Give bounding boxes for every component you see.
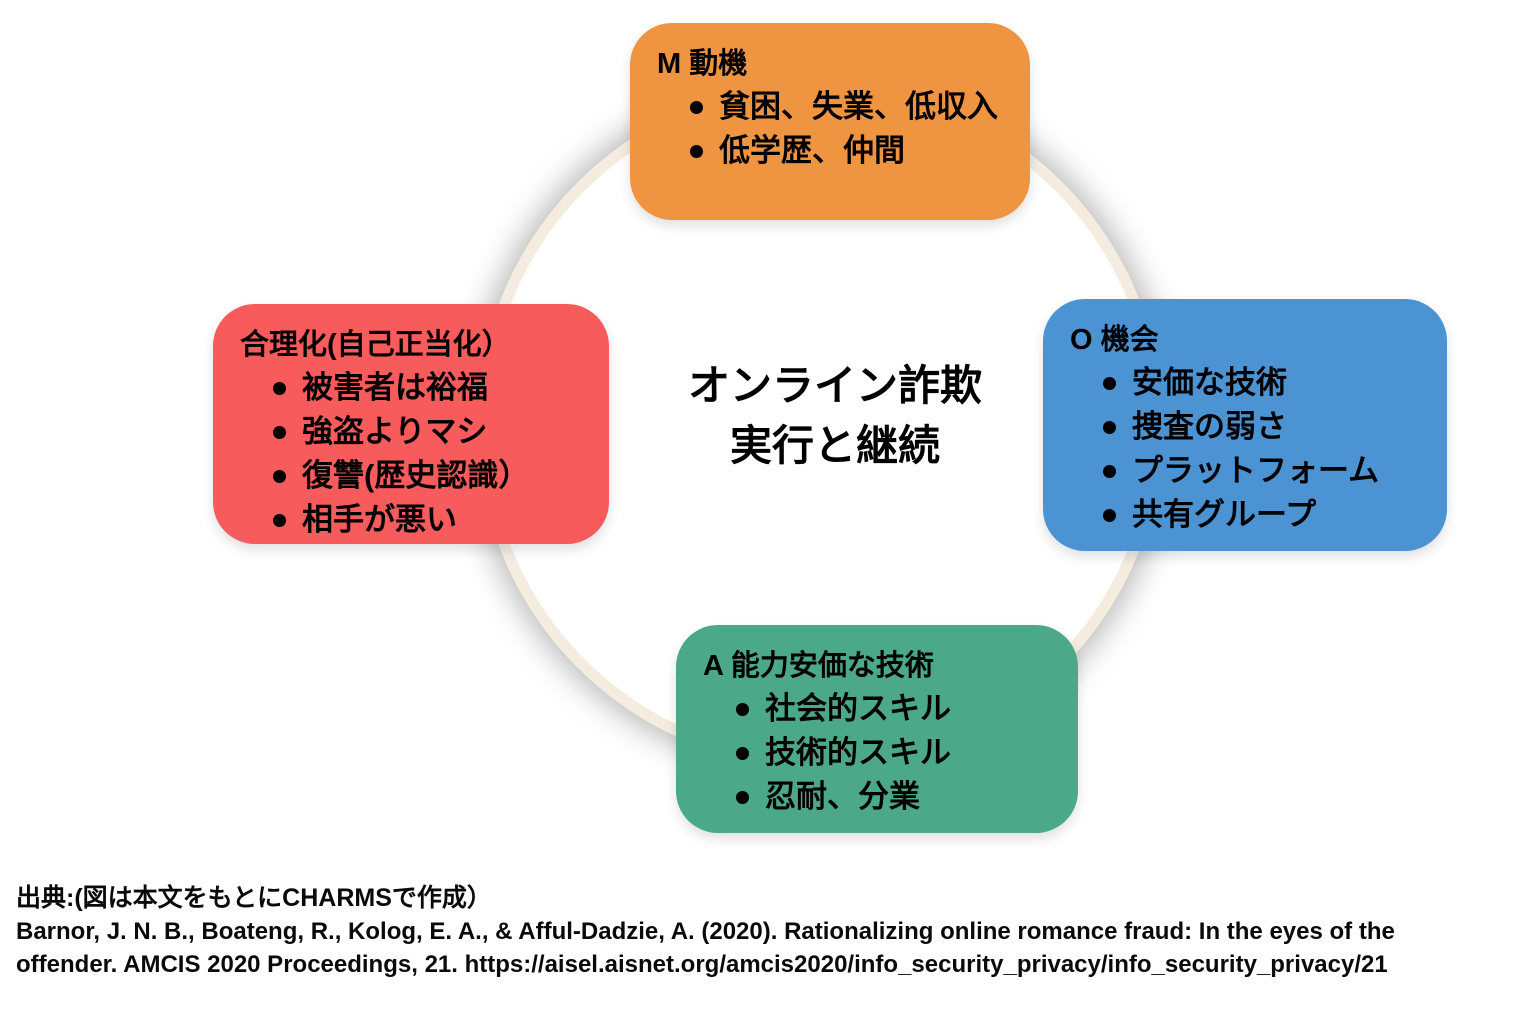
citation-line: Barnor, J. N. B., Boateng, R., Kolog, E.… — [16, 918, 1395, 945]
footer: 出典:(図は本文をもとにCHARMSで作成） Barnor, J. N. B.,… — [16, 882, 1526, 981]
motivation-list: 貧困、失業、低収入 低学歴、仲間 — [657, 85, 1012, 173]
list-item: 復讐(歴史認識） — [273, 454, 591, 498]
list-item: 共有グループ — [1103, 493, 1429, 537]
list-item: 低学歴、仲間 — [690, 129, 1012, 173]
list-item: 貧困、失業、低収入 — [690, 85, 1012, 129]
list-item: 社会的スキル — [736, 687, 1060, 731]
center-title: オンライン詐欺 実行と継続 — [585, 356, 1085, 476]
opportunity-box: O 機会 安価な技術 捜査の弱さ プラットフォーム 共有グループ — [1043, 299, 1447, 551]
ability-title: A 能力安価な技術 — [703, 650, 934, 682]
citation-line: offender. AMCIS 2020 Proceedings, 21. ht… — [16, 951, 1388, 978]
list-item: プラットフォーム — [1103, 449, 1429, 493]
list-item: 強盗よりマシ — [273, 410, 591, 454]
list-item: 技術的スキル — [736, 731, 1060, 775]
opportunity-title: O 機会 — [1070, 324, 1159, 356]
ability-list: 社会的スキル 技術的スキル 忍耐、分業 — [703, 687, 1060, 819]
source-note: 出典:(図は本文をもとにCHARMSで作成） — [16, 884, 492, 912]
rationalization-box: 合理化(自己正当化） 被害者は裕福 強盗よりマシ 復讐(歴史認識） 相手が悪い — [213, 304, 609, 544]
center-title-line2: 実行と継続 — [729, 422, 940, 469]
motivation-title: M 動機 — [657, 48, 748, 80]
motivation-box: M 動機 貧困、失業、低収入 低学歴、仲間 — [630, 23, 1030, 220]
rationalization-title: 合理化(自己正当化） — [240, 329, 511, 361]
list-item: 相手が悪い — [273, 498, 591, 542]
rationalization-list: 被害者は裕福 強盗よりマシ 復讐(歴史認識） 相手が悪い — [240, 366, 591, 542]
list-item: 被害者は裕福 — [273, 366, 591, 410]
list-item: 捜査の弱さ — [1103, 405, 1429, 449]
list-item: 忍耐、分業 — [736, 775, 1060, 819]
opportunity-list: 安価な技術 捜査の弱さ プラットフォーム 共有グループ — [1070, 361, 1429, 537]
ability-box: A 能力安価な技術 社会的スキル 技術的スキル 忍耐、分業 — [676, 625, 1078, 833]
list-item: 安価な技術 — [1103, 361, 1429, 405]
center-title-line1: オンライン詐欺 — [687, 362, 982, 409]
